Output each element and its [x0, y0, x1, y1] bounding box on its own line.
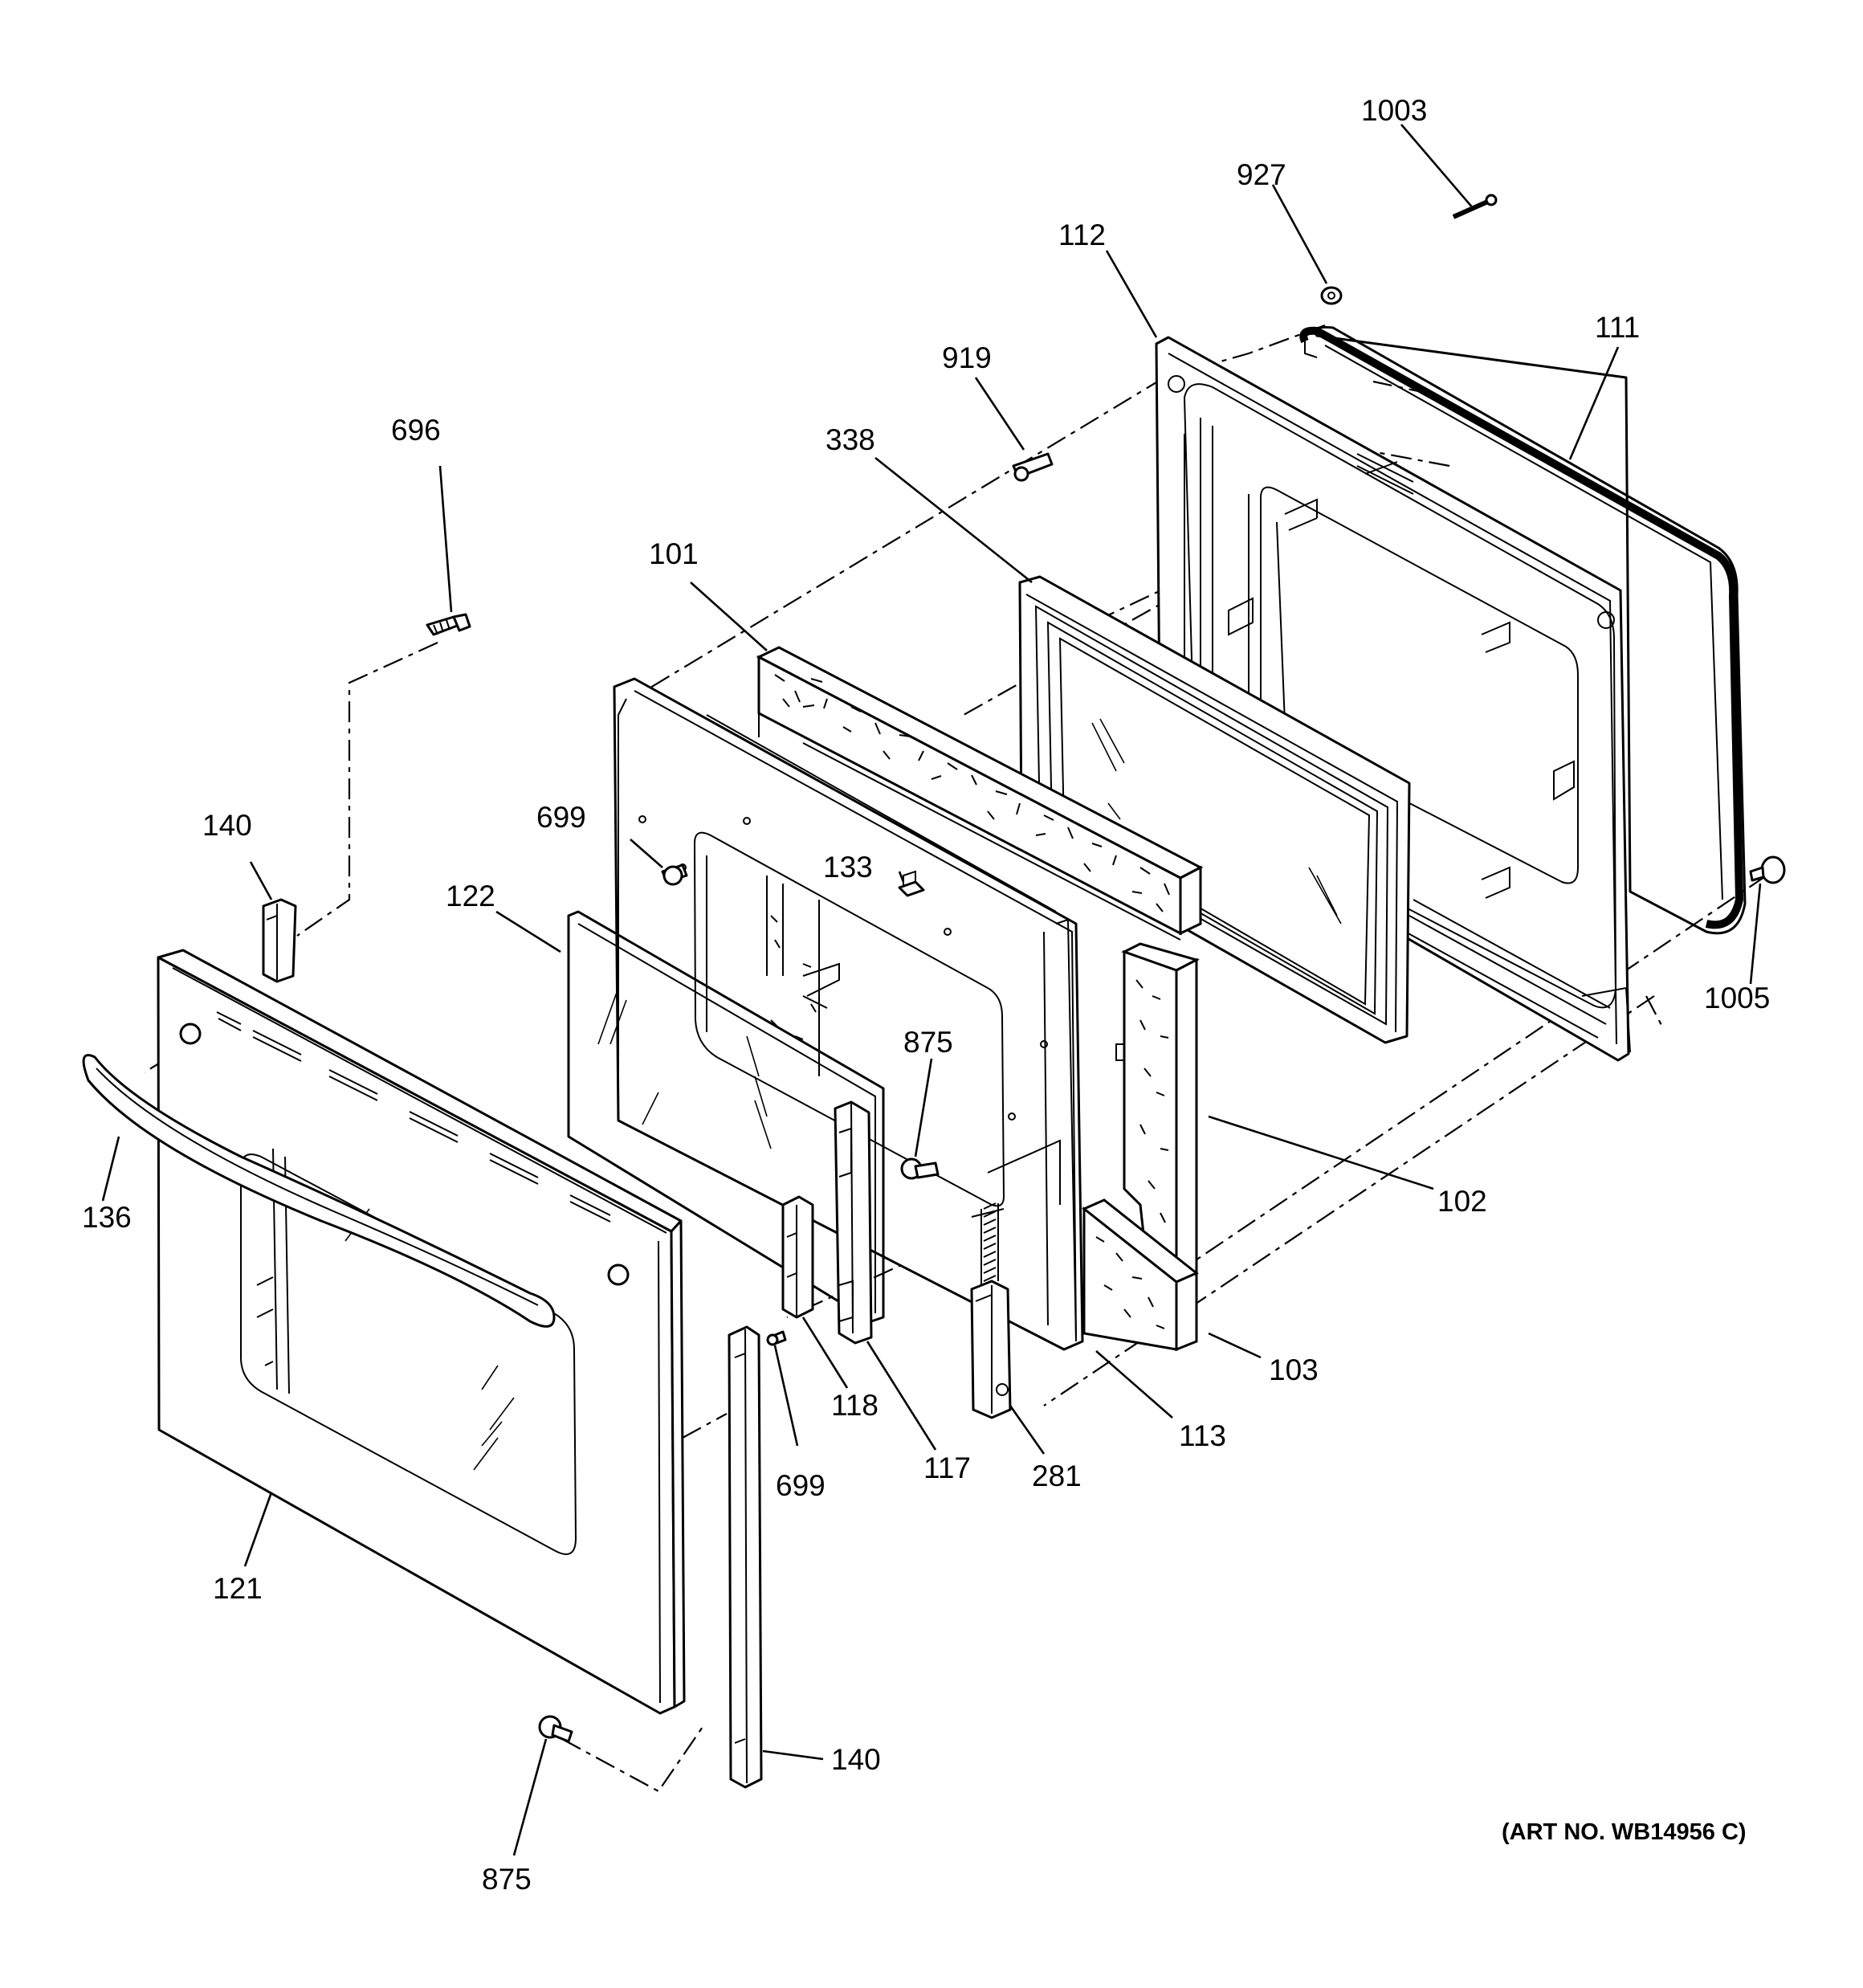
callout-875-upper: 875	[903, 1026, 953, 1059]
callout-121: 121	[213, 1572, 263, 1605]
callout-101: 101	[649, 537, 699, 570]
callout-122: 122	[446, 880, 495, 912]
side-trim-140-upper	[262, 898, 297, 983]
screw-1003	[1452, 194, 1498, 219]
callout-140-upper: 140	[202, 809, 252, 842]
window-pack-338	[1018, 575, 1411, 1044]
callout-1005: 1005	[1704, 982, 1770, 1014]
leader-lines	[101, 124, 1762, 1856]
screw-1005	[1749, 855, 1786, 884]
insulation-bottom-103	[1082, 1198, 1199, 1352]
clip-133	[898, 880, 925, 897]
callout-1003: 1003	[1361, 94, 1427, 127]
callout-labels: 1003 927 112 111 919 696 338 101 699 133…	[82, 94, 1770, 1896]
callout-927: 927	[1237, 158, 1286, 191]
callout-919: 919	[942, 341, 992, 374]
callout-111: 111	[1595, 311, 1640, 344]
callout-113: 113	[1179, 1419, 1226, 1452]
callout-338: 338	[826, 423, 875, 456]
callout-875-lower: 875	[482, 1863, 532, 1896]
art-number: (ART NO. WB14956 C)	[1502, 1819, 1747, 1845]
callout-117: 117	[923, 1451, 971, 1484]
inner-panel-113	[613, 677, 1084, 1351]
screw-699-lower	[766, 1330, 787, 1346]
door-gasket-111	[1299, 326, 1747, 935]
screw-699-upper	[661, 863, 688, 886]
washer-927	[1320, 286, 1343, 305]
outer-door-panel-121	[82, 949, 686, 1715]
outer-glass-122	[567, 910, 885, 1323]
side-trim-140-lower	[728, 1325, 763, 1789]
callout-133: 133	[823, 851, 873, 884]
callout-102: 102	[1437, 1185, 1487, 1218]
callout-103: 103	[1269, 1353, 1319, 1386]
screw-919	[1012, 452, 1054, 482]
callout-136: 136	[82, 1201, 132, 1234]
hinge-281	[970, 1202, 1012, 1419]
insulation-top-101	[756, 646, 1204, 941]
screw-875-upper	[900, 1157, 940, 1180]
callout-281: 281	[1032, 1459, 1082, 1492]
bracket-118	[781, 1195, 814, 1319]
screw-696	[426, 613, 471, 636]
callout-699-upper: 699	[536, 801, 586, 834]
callout-140-lower: 140	[831, 1743, 881, 1776]
callout-118: 118	[831, 1389, 879, 1422]
callout-112: 112	[1058, 218, 1106, 251]
screw-875-lower	[538, 1715, 573, 1743]
channel-117	[834, 1100, 873, 1345]
callout-696: 696	[391, 414, 441, 447]
callout-699-lower: 699	[776, 1469, 826, 1502]
